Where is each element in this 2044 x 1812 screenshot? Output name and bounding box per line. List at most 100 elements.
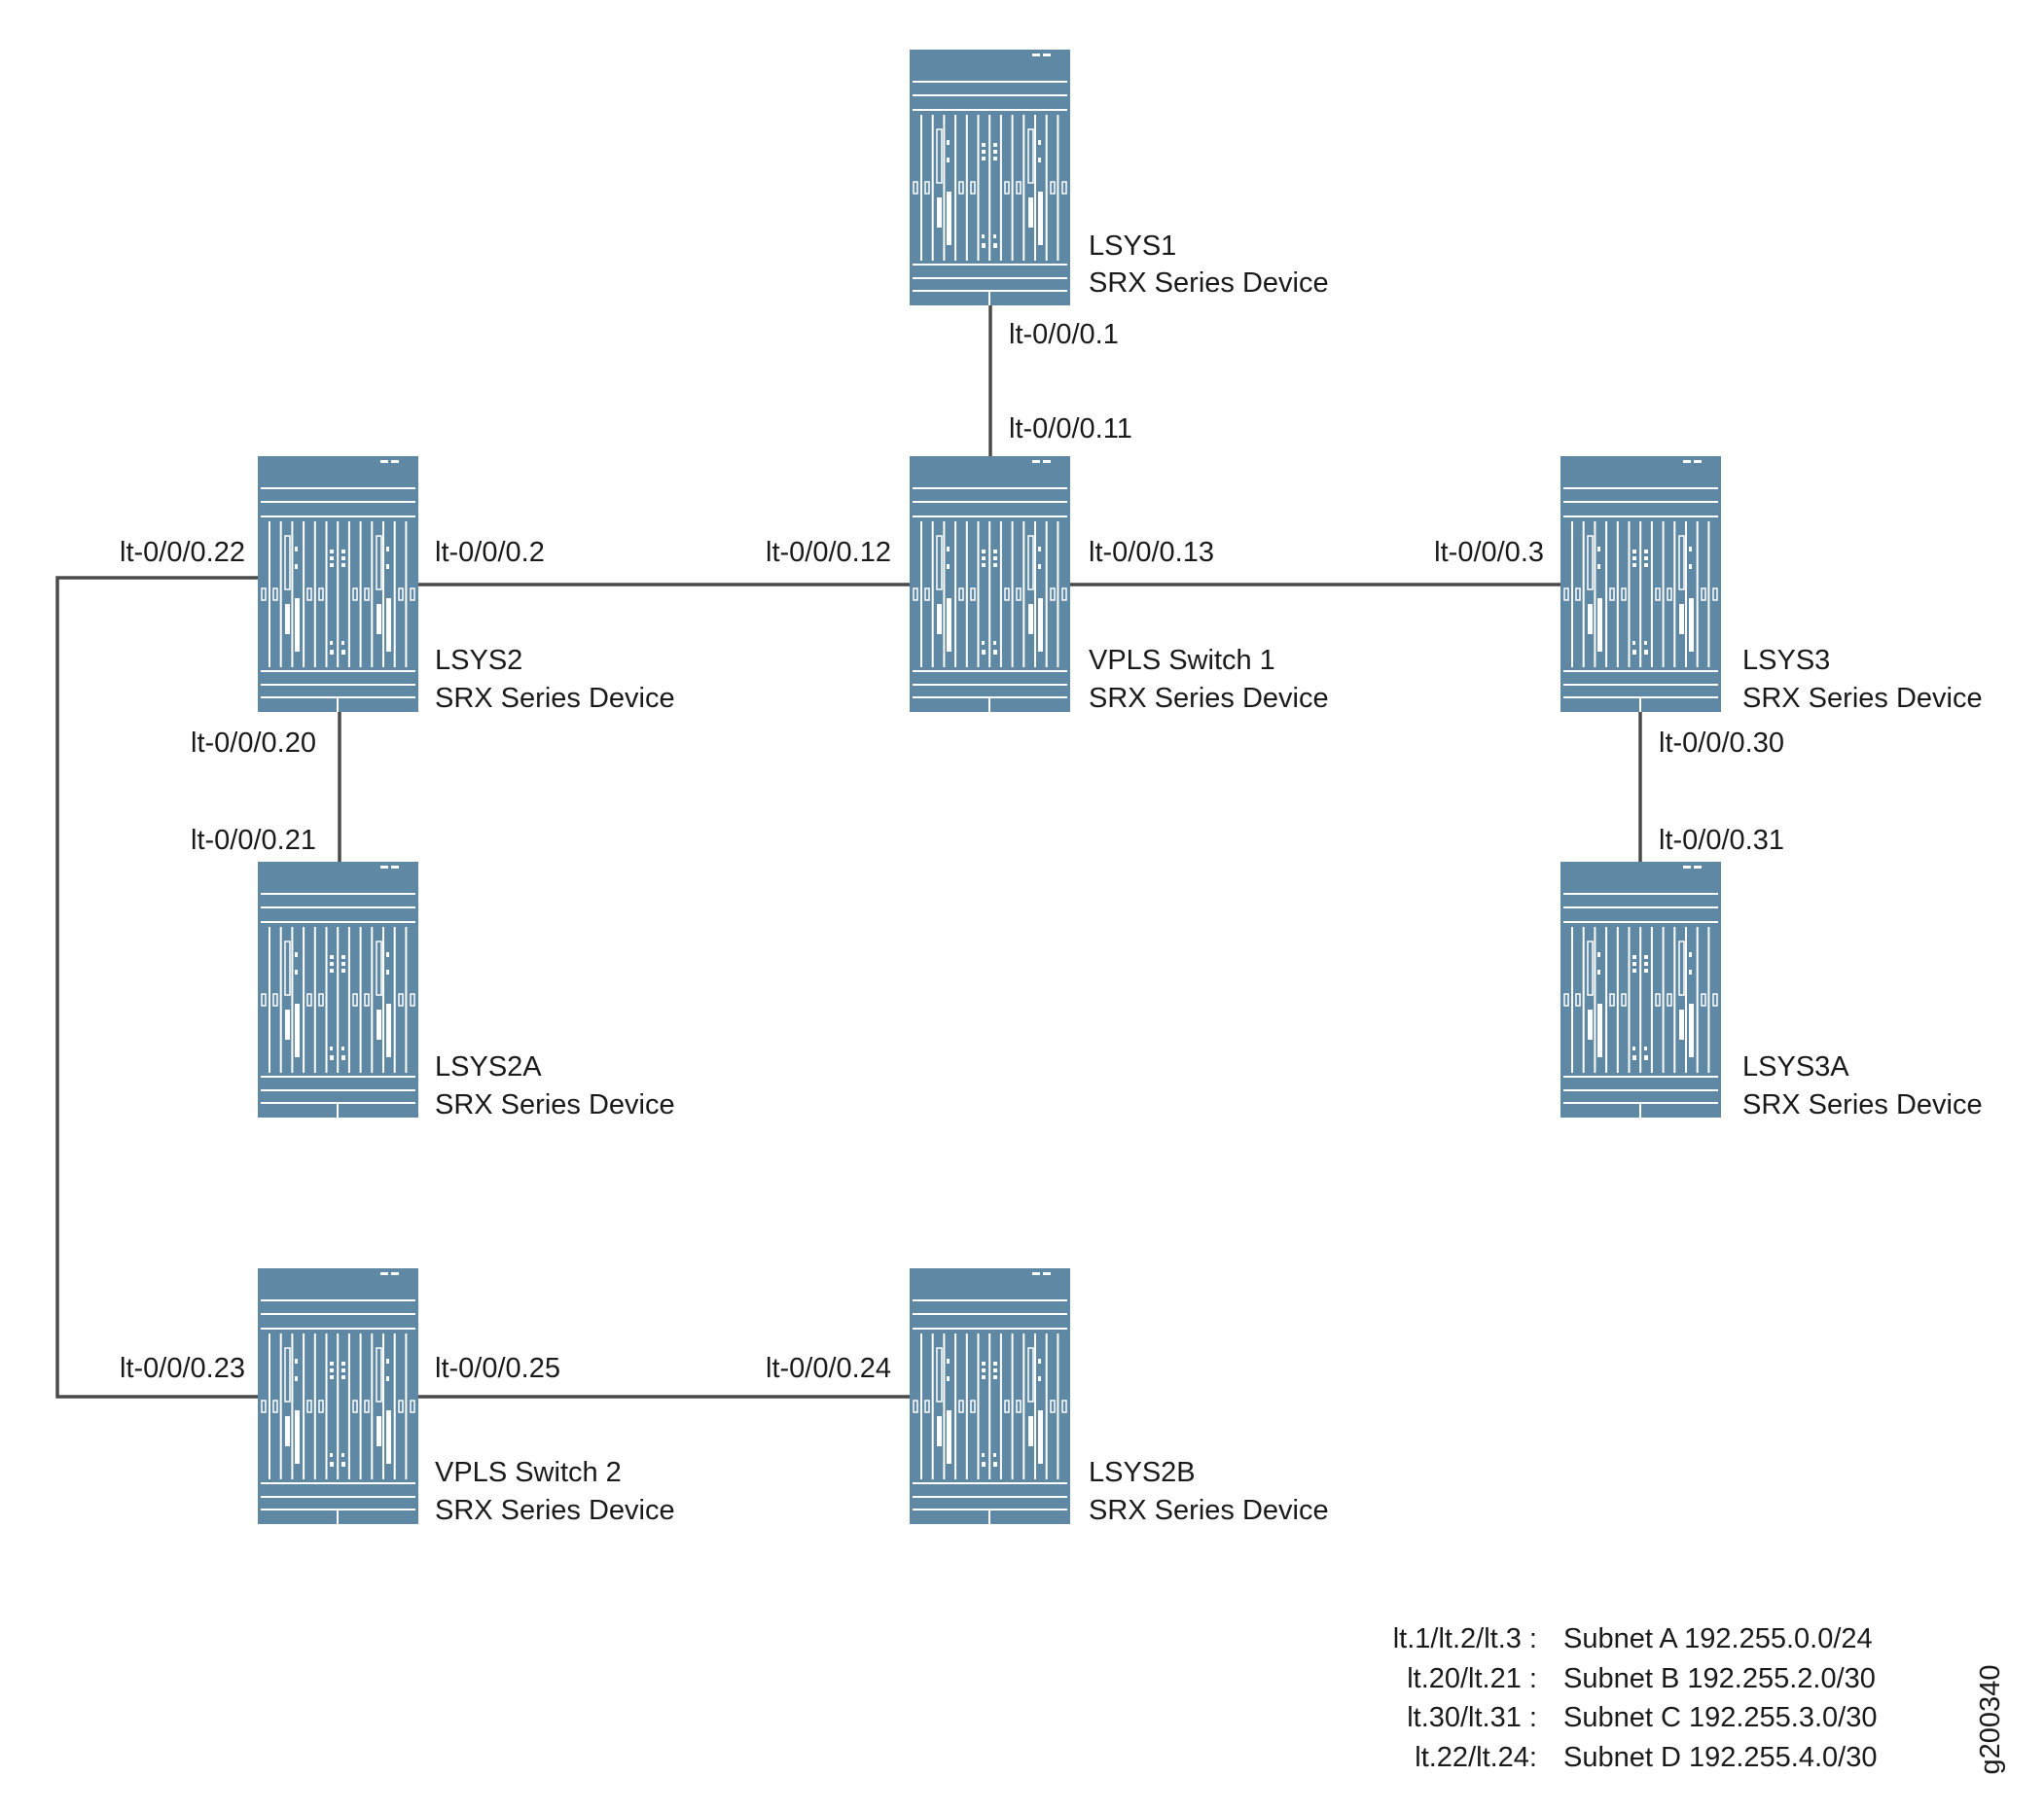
port: [1609, 993, 1615, 1007]
port: [1575, 587, 1581, 601]
port: [352, 993, 358, 1007]
port: [1563, 587, 1569, 601]
led: [330, 962, 334, 966]
led: [1632, 556, 1636, 560]
led-indicator: [380, 1272, 388, 1275]
led: [982, 550, 986, 553]
led: [993, 556, 997, 560]
led: [341, 650, 345, 655]
device-name: LSYS2: [435, 645, 522, 676]
module: [295, 1410, 300, 1464]
port: [261, 993, 267, 1007]
port: [410, 1400, 415, 1413]
led: [341, 1047, 344, 1050]
led: [330, 1055, 334, 1060]
port: [1712, 993, 1718, 1007]
led: [1038, 564, 1041, 569]
led: [1597, 564, 1600, 569]
led-indicator: [1043, 53, 1051, 56]
led: [1644, 550, 1648, 553]
port: [1701, 993, 1706, 1007]
module: [937, 604, 942, 634]
led-indicator: [1043, 460, 1051, 463]
module: [1588, 1010, 1593, 1040]
port: [272, 1400, 278, 1413]
led: [1644, 955, 1648, 959]
device-vpls-switch-1[interactable]: [910, 456, 1070, 712]
device-type: SRX Series Device: [1742, 1089, 1983, 1120]
port: [924, 587, 930, 601]
module: [377, 604, 381, 634]
led-indicator: [1032, 1272, 1040, 1275]
device-lsys2a[interactable]: [258, 862, 418, 1118]
led: [295, 547, 298, 551]
led: [982, 1462, 986, 1467]
led: [1644, 962, 1648, 966]
led: [1644, 563, 1648, 567]
port: [318, 993, 324, 1007]
module: [936, 1347, 943, 1403]
led: [982, 641, 985, 645]
module: [937, 197, 942, 228]
led: [295, 564, 298, 569]
device-lsys3a[interactable]: [1560, 862, 1721, 1118]
module: [284, 535, 291, 590]
led: [1632, 962, 1636, 966]
port: [1061, 1400, 1067, 1413]
port: [958, 587, 964, 601]
led: [982, 150, 986, 154]
led: [1644, 650, 1648, 655]
led: [295, 970, 298, 975]
led: [341, 955, 345, 959]
interface-label: lt-0/0/0.23: [120, 1353, 245, 1384]
device-lsys2[interactable]: [258, 456, 418, 712]
device-vpls-switch-2[interactable]: [258, 1268, 418, 1524]
led: [1644, 969, 1648, 973]
led: [1689, 564, 1692, 569]
led: [993, 1462, 997, 1467]
led-indicator: [1043, 1272, 1051, 1275]
module: [1028, 1416, 1033, 1446]
port: [913, 181, 918, 195]
led: [993, 550, 997, 553]
interface-label: lt-0/0/0.2: [435, 537, 545, 568]
module: [1679, 1010, 1684, 1040]
port: [1563, 993, 1569, 1007]
device-lsys1[interactable]: [910, 50, 1070, 305]
port: [1061, 181, 1067, 195]
module: [386, 598, 391, 652]
port: [261, 587, 267, 601]
led: [330, 1362, 334, 1366]
port: [364, 1400, 370, 1413]
led-indicator: [391, 1272, 399, 1275]
legend-interfaces: lt.20/lt.21 :: [1407, 1663, 1537, 1694]
led-indicator: [1694, 460, 1702, 463]
led: [330, 1368, 334, 1372]
port: [913, 1400, 918, 1413]
interface-label: lt-0/0/0.3: [1434, 537, 1544, 568]
led: [330, 550, 334, 553]
led: [947, 1376, 950, 1381]
device-lsys3[interactable]: [1560, 456, 1721, 712]
led: [1038, 1359, 1041, 1364]
links: [55, 305, 1642, 1399]
led: [341, 1453, 344, 1457]
device-type: SRX Series Device: [435, 1495, 675, 1526]
led: [386, 952, 389, 957]
port: [958, 181, 964, 195]
led: [1644, 1055, 1648, 1060]
led: [947, 158, 950, 162]
led: [982, 556, 986, 560]
led-indicator: [391, 460, 399, 463]
legend-subnet: Subnet A 192.255.0.0/24: [1563, 1623, 1873, 1654]
led: [993, 243, 997, 248]
module: [285, 1010, 290, 1040]
port: [970, 587, 976, 601]
port: [306, 1400, 312, 1413]
port: [970, 1400, 976, 1413]
port: [272, 993, 278, 1007]
led: [1038, 547, 1041, 551]
device-lsys2b[interactable]: [910, 1268, 1070, 1524]
port: [306, 587, 312, 601]
